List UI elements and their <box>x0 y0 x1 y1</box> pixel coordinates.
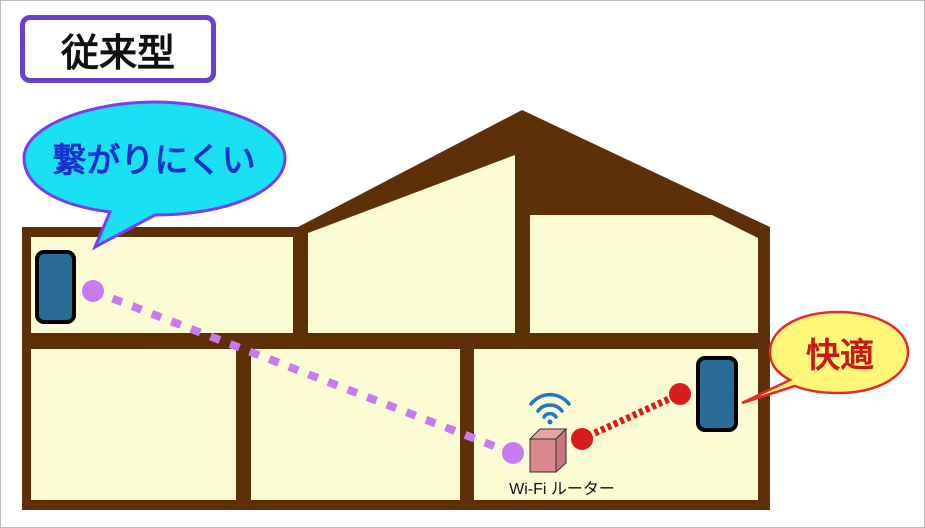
wifi-dot <box>547 419 553 425</box>
right-bubble-text: 快適 <box>806 336 874 376</box>
weak-signal-endpoint-device <box>82 280 104 302</box>
wifi-arc-outer <box>529 392 571 406</box>
wifi-arc-middle <box>536 403 564 413</box>
weak-signal-endpoint-router <box>502 442 524 464</box>
wifi-icon <box>529 392 571 425</box>
router-icon <box>528 427 568 474</box>
page-title: 従来型 <box>60 30 175 75</box>
room-upper-middle <box>308 155 515 333</box>
room-lower-middle <box>251 349 460 500</box>
room-upper-right <box>530 215 758 333</box>
strong-signal-endpoint-device <box>669 383 691 405</box>
smartphone-icon-left <box>35 250 76 324</box>
wifi-arc-inner <box>542 411 558 419</box>
room-lower-left <box>31 349 236 500</box>
right-speech-bubble: 快適 <box>741 310 910 405</box>
strong-signal-line <box>580 390 682 443</box>
strong-signal-endpoint-router <box>571 428 593 450</box>
left-bubble-text: 繋がりにくい <box>52 141 255 181</box>
title-box: 従来型 <box>20 15 216 83</box>
house-structure <box>22 110 770 510</box>
smartphone-icon-right <box>696 356 738 432</box>
router-front <box>529 438 557 473</box>
left-speech-bubble: 繋がりにくい <box>22 100 287 251</box>
router-side <box>555 427 567 474</box>
left-bubble-shape <box>22 100 287 251</box>
right-bubble-shape <box>741 310 910 405</box>
room-upper-left <box>31 237 293 333</box>
router-label: Wi-Fi ルーター <box>509 480 615 498</box>
